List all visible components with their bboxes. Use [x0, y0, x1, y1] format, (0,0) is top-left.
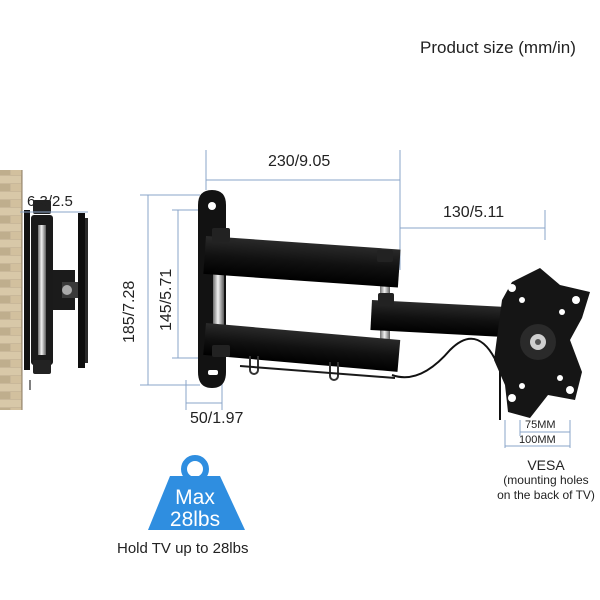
weight-icon [148, 455, 245, 530]
dim-vesa-75: 75MM [525, 419, 556, 431]
vesa-plate [494, 268, 590, 418]
weight-label: Max 28lbs [150, 487, 240, 531]
dim-vesa-100: 100MM [519, 434, 556, 446]
dim-extension: 130/5.11 [443, 204, 505, 221]
pivot-pole-left [213, 235, 224, 355]
dim-arm-length: 230/9.05 [268, 153, 331, 170]
dim-plate-height: 185/7.28 [121, 280, 138, 343]
dim-plate-width: 50/1.97 [190, 410, 244, 427]
weight-line1: Max [175, 486, 215, 509]
side-view-mount [24, 200, 88, 390]
dim-depth: 6.3/2.5 [27, 193, 73, 210]
vesa-caption: VESA (mounting holes on the back of TV) [488, 458, 600, 503]
vesa-line2: on the back of TV) [497, 488, 595, 502]
wall-section [0, 170, 23, 410]
dim-hole-spacing: 145/5.71 [158, 268, 175, 331]
vesa-line1: (mounting holes [503, 473, 589, 487]
weight-caption: Hold TV up to 28lbs [117, 540, 249, 557]
extension-arm [370, 293, 512, 420]
page-title: Product size (mm/in) [420, 38, 576, 57]
lower-arm [203, 323, 401, 381]
vesa-label: VESA [527, 457, 565, 473]
weight-line2: 28lbs [169, 508, 221, 531]
dimension-lines [20, 150, 571, 448]
upper-arm [203, 228, 401, 288]
